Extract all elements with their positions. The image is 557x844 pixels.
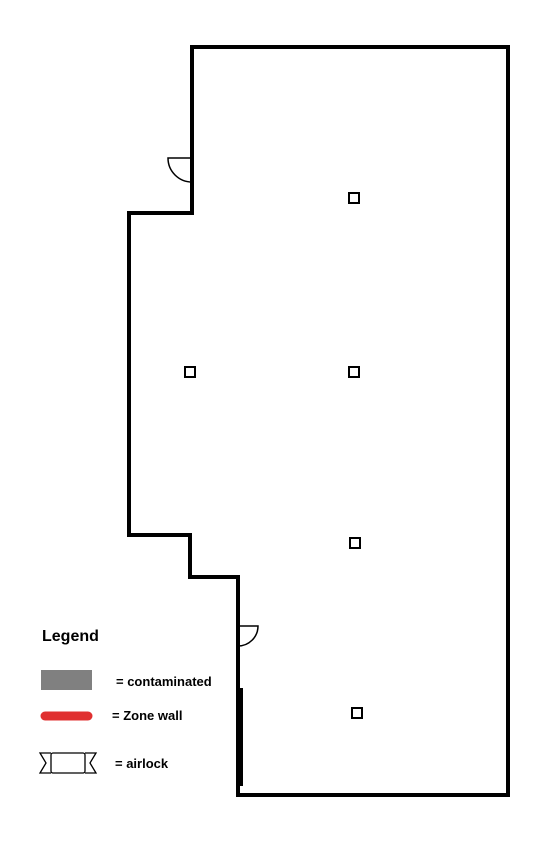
column-4 — [349, 537, 361, 549]
legend-label-contaminated: = contaminated — [116, 674, 212, 689]
legend-contaminated-swatch — [41, 670, 92, 690]
legend-label-zone-wall: = Zone wall — [112, 708, 183, 723]
column-1 — [348, 192, 360, 204]
legend-label-airlock: = airlock — [115, 756, 169, 771]
legend-airlock-icon — [38, 752, 98, 774]
building-outline — [127, 45, 510, 797]
door-lower-icon — [237, 625, 259, 647]
door-upper-icon — [167, 157, 193, 183]
column-2 — [184, 366, 196, 378]
thick-wall-segment — [237, 688, 243, 786]
legend-title: Legend — [42, 628, 99, 645]
column-5 — [351, 707, 363, 719]
column-3 — [348, 366, 360, 378]
